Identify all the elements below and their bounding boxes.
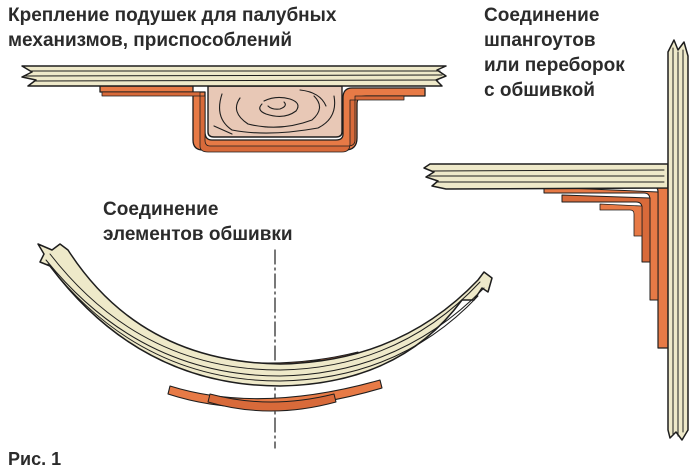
- frame-joint-drawing: [423, 39, 689, 441]
- deck-pad-drawing: [21, 65, 447, 153]
- shell-joint-drawing: [37, 243, 493, 449]
- shell-strap-bottom-2: [207, 393, 337, 412]
- shell-joint-caption: Соединение элементов обшивки: [103, 199, 293, 245]
- figure-caption: Рис. 1: [8, 449, 62, 469]
- deck-pad-caption: Крепление подушек для палубных механизмо…: [8, 5, 337, 51]
- pad-wood-block: [207, 85, 343, 138]
- frame-joint-caption: Соединение шпангоутов или переборок с об…: [484, 5, 625, 101]
- frame-laminate-layer-4: [599, 203, 643, 237]
- shell-plank-curved: [37, 243, 493, 387]
- frame-laminate-layer-2: [543, 186, 659, 301]
- pad-laminate-outer: [101, 91, 405, 153]
- frame-laminate-layer-3: [561, 194, 651, 263]
